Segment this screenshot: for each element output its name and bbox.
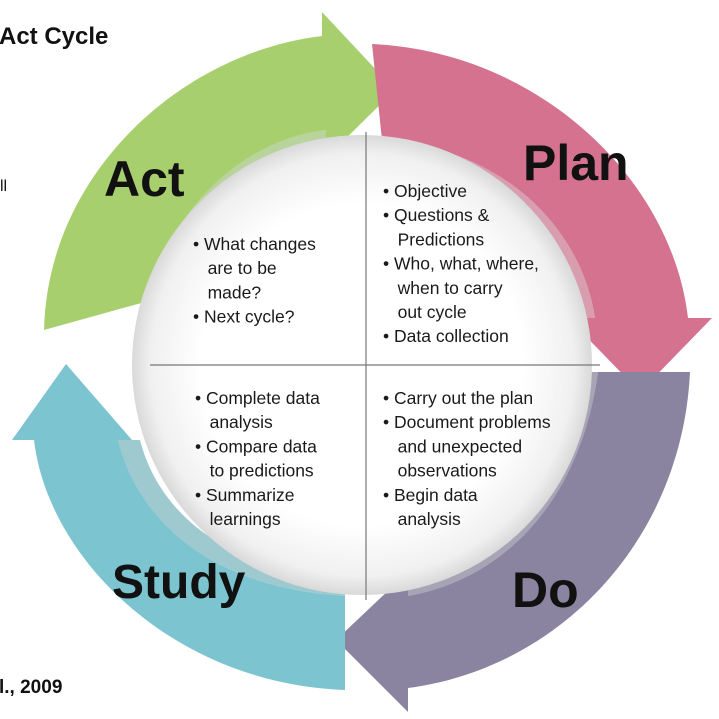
act-title: Act xyxy=(104,151,185,207)
study-bullet-line: • Summarize xyxy=(195,485,294,505)
act-arrow xyxy=(44,12,395,330)
study-bullet-line: to predictions xyxy=(195,461,314,481)
plan-bullet-line: Predictions xyxy=(383,229,484,249)
citation-fragment: l., 2009 xyxy=(0,677,63,698)
do-bullet-line: • Document problems xyxy=(383,412,551,432)
plan-arrow xyxy=(372,44,712,392)
study-bullet-line: • Compare data xyxy=(195,436,317,456)
study-bullet-line: • Complete data xyxy=(195,388,320,408)
act-bullet-line: • Next cycle? xyxy=(193,307,295,327)
plan-bullet-line: out cycle xyxy=(383,302,467,322)
do-bullet-line: analysis xyxy=(383,509,461,529)
do-bullet-list: • Carry out the plan• Document problems … xyxy=(383,388,551,529)
act-bullet-list: • What changes are to be made? • Next cyc… xyxy=(193,234,316,327)
do-bullet-line: observations xyxy=(383,461,497,481)
plan-bullet-line: • Who, what, where, xyxy=(383,254,539,274)
do-title: Do xyxy=(512,562,579,618)
plan-bullet-line: • Objective xyxy=(383,181,467,201)
do-bullet-line: and unexpected xyxy=(383,436,522,456)
study-bullet-line: analysis xyxy=(195,412,273,432)
plan-title: Plan xyxy=(523,135,629,191)
do-bullet-line: • Carry out the plan xyxy=(383,388,533,408)
study-bullet-list: • Complete data analysis • Compare data t… xyxy=(195,388,320,529)
plan-bullet-line: when to carry xyxy=(383,278,503,298)
study-title: Study xyxy=(112,556,246,609)
side-text-fragment: ll xyxy=(0,178,8,195)
plan-bullet-list: • Objective • Questions & Predictions • Wh… xyxy=(383,181,539,346)
study-bullet-line: learnings xyxy=(195,509,281,529)
study-arrow xyxy=(12,364,345,690)
plan-bullet-line: • Questions & xyxy=(383,205,490,225)
do-arrow xyxy=(336,372,690,712)
act-bullet-line: made? xyxy=(193,282,261,302)
plan-bullet-line: • Data collection xyxy=(383,326,509,346)
title-fragment: Act Cycle xyxy=(0,23,109,50)
act-bullet-line: are to be xyxy=(193,258,277,278)
do-bullet-line: • Begin data xyxy=(383,485,478,505)
act-bullet-line: • What changes xyxy=(193,234,316,254)
